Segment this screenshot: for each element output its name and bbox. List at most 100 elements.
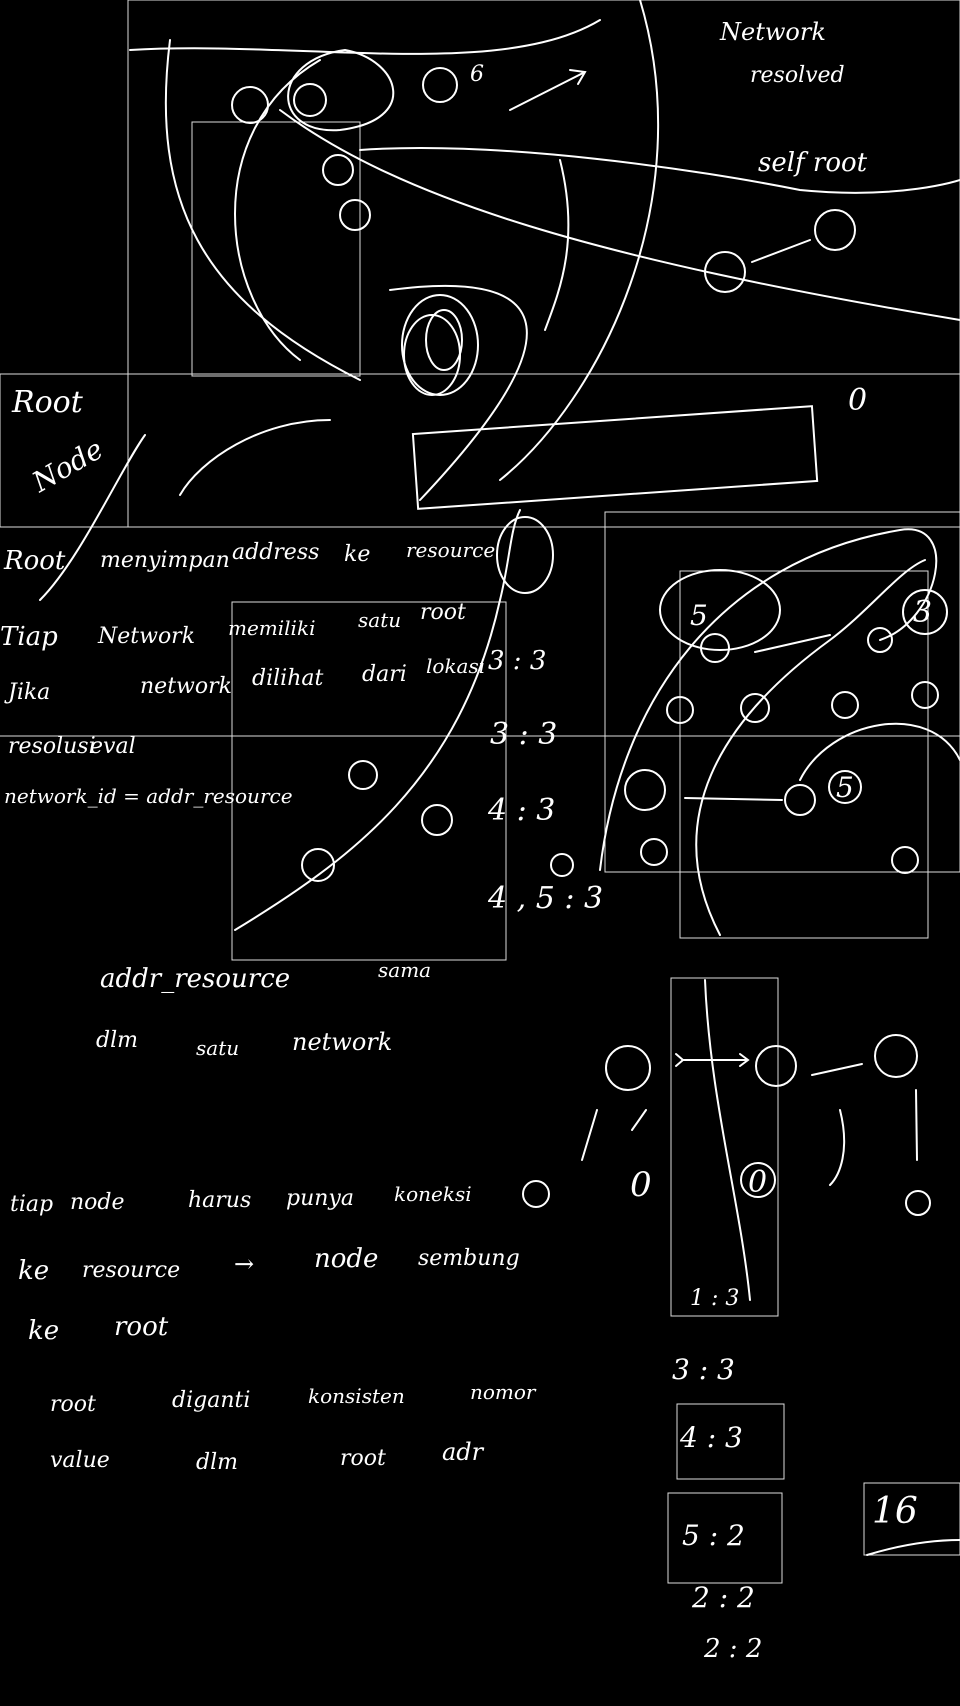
word: network (292, 1028, 393, 1056)
root-title: Root (12, 385, 83, 420)
word: memiliki (228, 616, 316, 640)
word: resource (82, 1258, 181, 1283)
note-line-8: tiap node harus punya koneksi (10, 1184, 480, 1224)
word: root (50, 1392, 96, 1417)
word: Jika (8, 680, 51, 705)
stroke-root-2 (39, 434, 146, 601)
word: value (50, 1448, 110, 1473)
word: nomor (470, 1380, 536, 1404)
ratio-2: 3 : 3 (490, 717, 558, 752)
br-arrow-1 (675, 1053, 750, 1067)
node-d (322, 154, 354, 186)
mid-loop (496, 516, 554, 594)
note-line-10: ke root (28, 1310, 228, 1350)
word: tiap (10, 1192, 54, 1217)
br-node-2 (755, 1045, 797, 1087)
digit-5: 5 (690, 599, 708, 632)
region-root (0, 373, 960, 528)
rect-drawn (411, 405, 819, 510)
br-stroke-4 (915, 1089, 918, 1161)
region-bottom-right (670, 977, 779, 1317)
rg-curve-2 (695, 559, 926, 936)
word: Root (4, 546, 66, 576)
ratio-5: 1 : 3 (690, 1286, 740, 1311)
br-node-1 (605, 1045, 651, 1091)
self-root-label: self root (758, 148, 868, 178)
node-f (814, 209, 856, 251)
rg-node-6 (911, 681, 939, 709)
rg-arrow-1 (754, 634, 831, 653)
node-g (339, 199, 371, 231)
rg-node-10 (891, 846, 919, 874)
note-line-9: ke resource → node sembung (18, 1246, 538, 1296)
word: root (420, 600, 466, 625)
ratio-3: 4 : 3 (488, 793, 556, 828)
word: addr_resource (100, 964, 291, 994)
rg-node-2 (740, 693, 770, 723)
rg-node-8 (828, 770, 862, 804)
digit-5b: 5 (836, 771, 854, 804)
word: diganti (172, 1388, 251, 1413)
br-stroke-2 (631, 1109, 647, 1131)
note-line-7: dlm satu network (96, 1022, 416, 1062)
digit-6: 6 (470, 62, 484, 87)
mid-node-2 (421, 804, 453, 836)
word: address (232, 540, 320, 565)
word: eval (90, 734, 136, 759)
br-node-6 (740, 1162, 776, 1198)
br-node-3 (874, 1034, 918, 1078)
rg-node-1 (700, 633, 730, 663)
ratio-box-3 (863, 1482, 960, 1556)
node-b (293, 83, 327, 117)
ratio-6: 3 : 3 (672, 1353, 735, 1386)
word: dilihat (252, 666, 324, 691)
note-line-5: network_id = addr_resource (4, 784, 293, 808)
stroke-right-5 (866, 1539, 960, 1556)
word: konsisten (308, 1384, 405, 1408)
stroke-root-1 (179, 419, 331, 496)
region-mid (231, 601, 507, 961)
word: menyimpan (100, 548, 230, 573)
ratio-box-2 (667, 1492, 783, 1584)
network-label: Network (720, 18, 826, 46)
resolved-label: resolved (750, 63, 845, 88)
word: dlm (196, 1450, 238, 1475)
rg-node-5 (831, 691, 859, 719)
node-e (704, 251, 746, 293)
note-line-12: value dlm root adr (50, 1440, 530, 1490)
word: network (140, 674, 232, 699)
digit-0b: 0 (630, 1165, 652, 1205)
br-node-4 (522, 1180, 550, 1208)
digit-3: 3 (913, 595, 933, 630)
word: harus (188, 1188, 252, 1213)
word: resource (406, 538, 496, 562)
rg-curve-1 (599, 528, 938, 871)
word: node (70, 1190, 125, 1215)
word: dlm (96, 1028, 138, 1053)
rg-arrow-2 (684, 797, 783, 801)
rg-node-3 (666, 696, 694, 724)
br-stroke-3 (829, 1109, 846, 1186)
node-scribble (401, 294, 479, 396)
rg-node-9 (640, 838, 668, 866)
word: satu (358, 608, 402, 632)
node-a (231, 86, 269, 124)
word: ke (18, 1256, 50, 1286)
big-loop (287, 49, 395, 132)
word: koneksi (394, 1182, 472, 1206)
word: sembung (418, 1246, 520, 1271)
digit-0c: 0 (748, 1165, 768, 1200)
note-line-2: Tiap Network memiliki satu root (0, 602, 520, 660)
stroke-top-1 (129, 19, 601, 55)
ratio-8: 5 : 2 (682, 1519, 745, 1552)
note-line-6: addr_resource sama (100, 960, 440, 1000)
ratio-9: 2 : 2 (692, 1581, 755, 1614)
word: resolusi (8, 734, 96, 759)
word: Tiap (0, 622, 58, 652)
region-right-graph (604, 511, 960, 873)
arrow-top (509, 69, 587, 111)
stroke-top-4 (499, 0, 660, 481)
note-line-1: Root menyimpan address ke resource (4, 540, 524, 590)
digit-0a: 0 (848, 383, 868, 418)
